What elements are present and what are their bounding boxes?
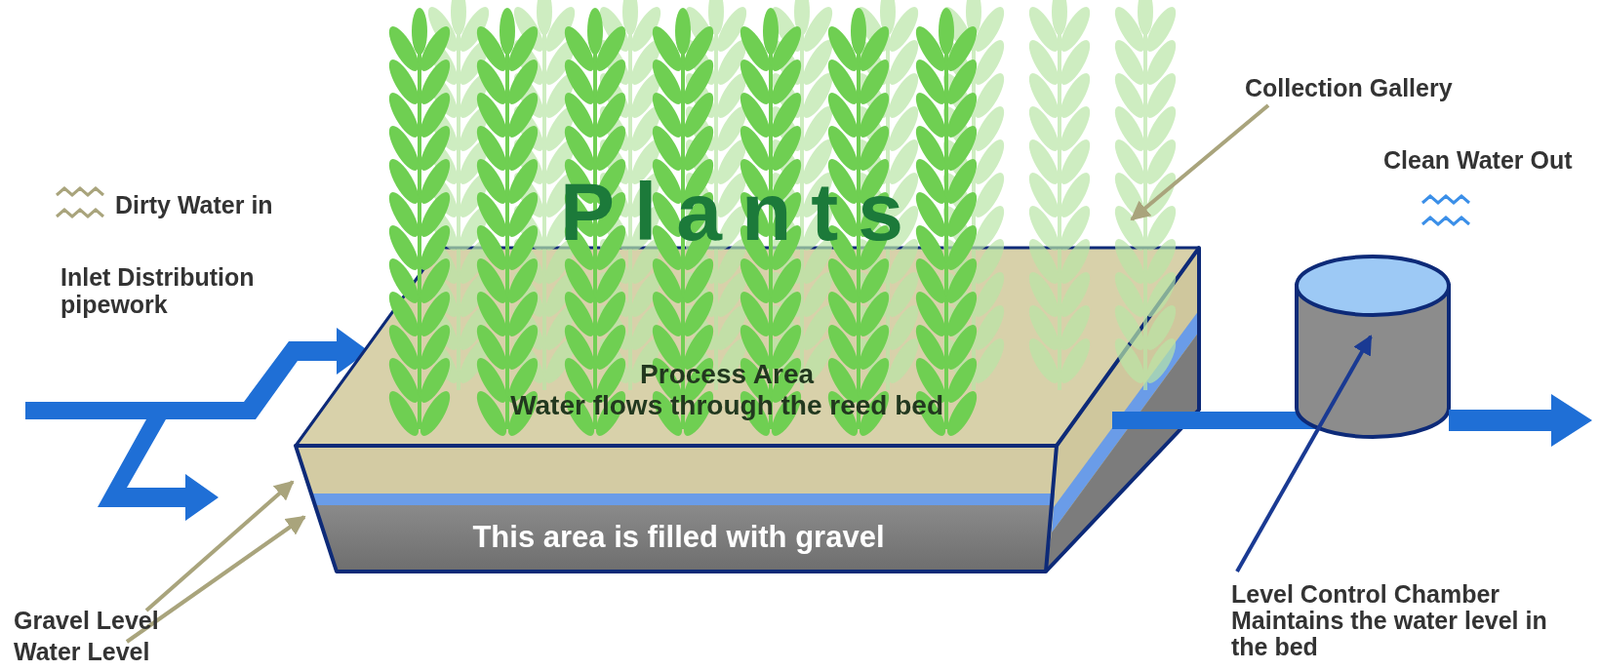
node-heading: Process Area — [510, 359, 944, 391]
gravel-layer: This area is filled with gravel — [464, 518, 893, 558]
reed-plant — [1023, 0, 1096, 391]
process-area: Process AreaWater flows through the reed… — [502, 357, 952, 424]
leader-lines — [126, 105, 1371, 642]
plants-title: Plants — [560, 165, 923, 258]
reed-plant — [1109, 0, 1182, 391]
level-control-label: Level Control Chamber Maintains the wate… — [1231, 581, 1583, 661]
reed-plants — [383, 0, 1182, 440]
gravel-level-label: Gravel Level — [13, 606, 268, 635]
water-level-label: Water Level — [13, 638, 268, 666]
reed-plant — [471, 7, 544, 440]
reed-bed — [295, 247, 1200, 572]
collection-gallery-label: Collection Gallery — [1244, 74, 1597, 102]
pipework-label: Inlet Distribution pipework — [60, 263, 305, 319]
reed-plant — [383, 7, 456, 440]
dirty-water-icon — [56, 188, 104, 217]
node-body: Water flows through the reed bed — [510, 390, 944, 422]
inlet-label: Dirty Water in — [115, 191, 369, 219]
node-heading: This area is filled with gravel — [472, 520, 885, 556]
level-control-chamber — [1112, 256, 1593, 447]
clean-water-label: Clean Water Out — [1383, 146, 1599, 174]
reed-plant — [937, 0, 1010, 391]
clean-water-icon — [1422, 196, 1470, 225]
